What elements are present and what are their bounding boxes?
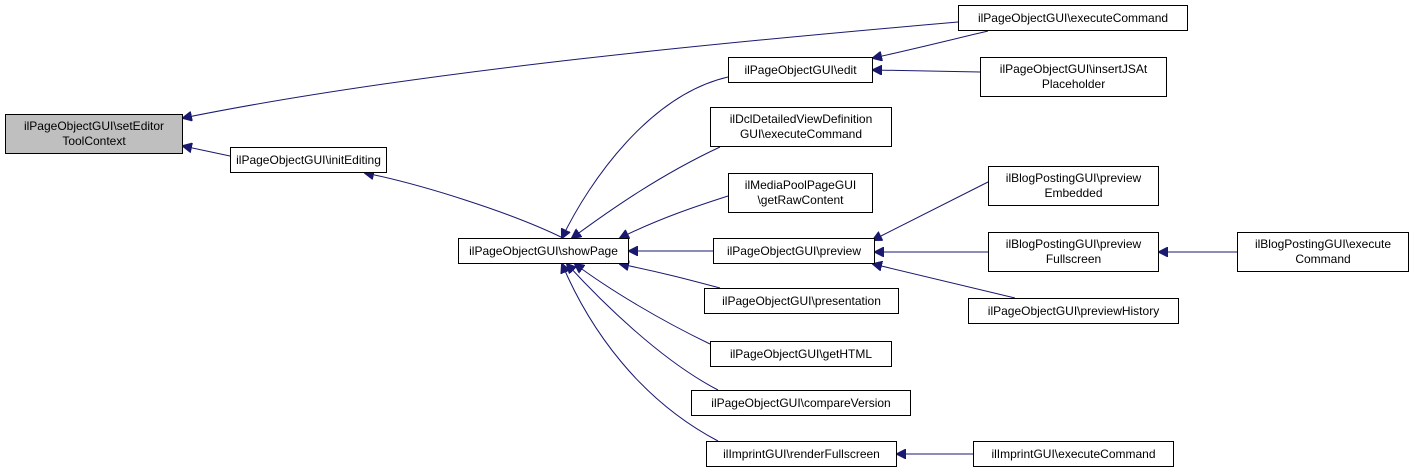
edge-previewEmbedded-to-preview [873,181,989,240]
node-get-raw-content[interactable]: ilMediaPoolPageGUI \getRawContent [728,173,873,213]
node-render-fullscreen[interactable]: ilImprintGUI\renderFullscreen [706,441,897,467]
edge-getRawContent-to-showPage [620,195,729,238]
node-preview-embedded[interactable]: ilBlogPostingGUI\preview Embedded [988,166,1159,206]
edge-renderFullscreen-to-showPage [562,264,719,442]
node-edit[interactable]: ilPageObjectGUI\edit [728,57,873,83]
node-presentation[interactable]: ilPageObjectGUI\presentation [704,288,899,314]
edge-showPage-to-initEditing [365,173,564,239]
node-get-html[interactable]: ilPageObjectGUI\getHTML [710,341,892,367]
edge-dclExecuteCommand-to-showPage [572,146,721,238]
edge-initEditing-to-setEditorToolContext [183,146,231,157]
edge-executeCommand-to-edit [873,30,989,58]
edge-presentation-to-showPage [620,264,721,289]
node-blog-execute-command[interactable]: ilBlogPostingGUI\execute Command [1237,232,1409,272]
edge-getHTML-to-showPage [575,264,711,345]
edge-executeCommand-to-setEditorToolContext [183,21,959,118]
node-insert-js-at-placeholder[interactable]: ilPageObjectGUI\insertJSAt Placeholder [980,57,1167,97]
node-dcl-execute-command[interactable]: ilDclDetailedViewDefinition GUI\executeC… [710,107,892,147]
node-imprint-execute-command[interactable]: ilImprintGUI\executeCommand [973,441,1174,467]
edge-edit-to-showPage [562,76,729,238]
edge-insertJSAtPlaceholder-to-edit [873,70,981,72]
node-init-editing[interactable]: ilPageObjectGUI\initEditing [230,147,387,173]
node-compare-version[interactable]: ilPageObjectGUI\compareVersion [691,390,911,416]
node-preview-history[interactable]: ilPageObjectGUI\previewHistory [968,298,1179,324]
node-set-editor-tool-context: ilPageObjectGUI\setEditor ToolContext [5,114,183,154]
edge-previewHistory-to-preview [873,264,1016,299]
node-show-page[interactable]: ilPageObjectGUI\showPage [458,238,629,264]
node-execute-command[interactable]: ilPageObjectGUI\executeCommand [958,5,1188,31]
node-preview[interactable]: ilPageObjectGUI\preview [713,238,875,264]
node-preview-fullscreen[interactable]: ilBlogPostingGUI\preview Fullscreen [988,232,1159,272]
edge-compareVersion-to-showPage [567,264,719,391]
